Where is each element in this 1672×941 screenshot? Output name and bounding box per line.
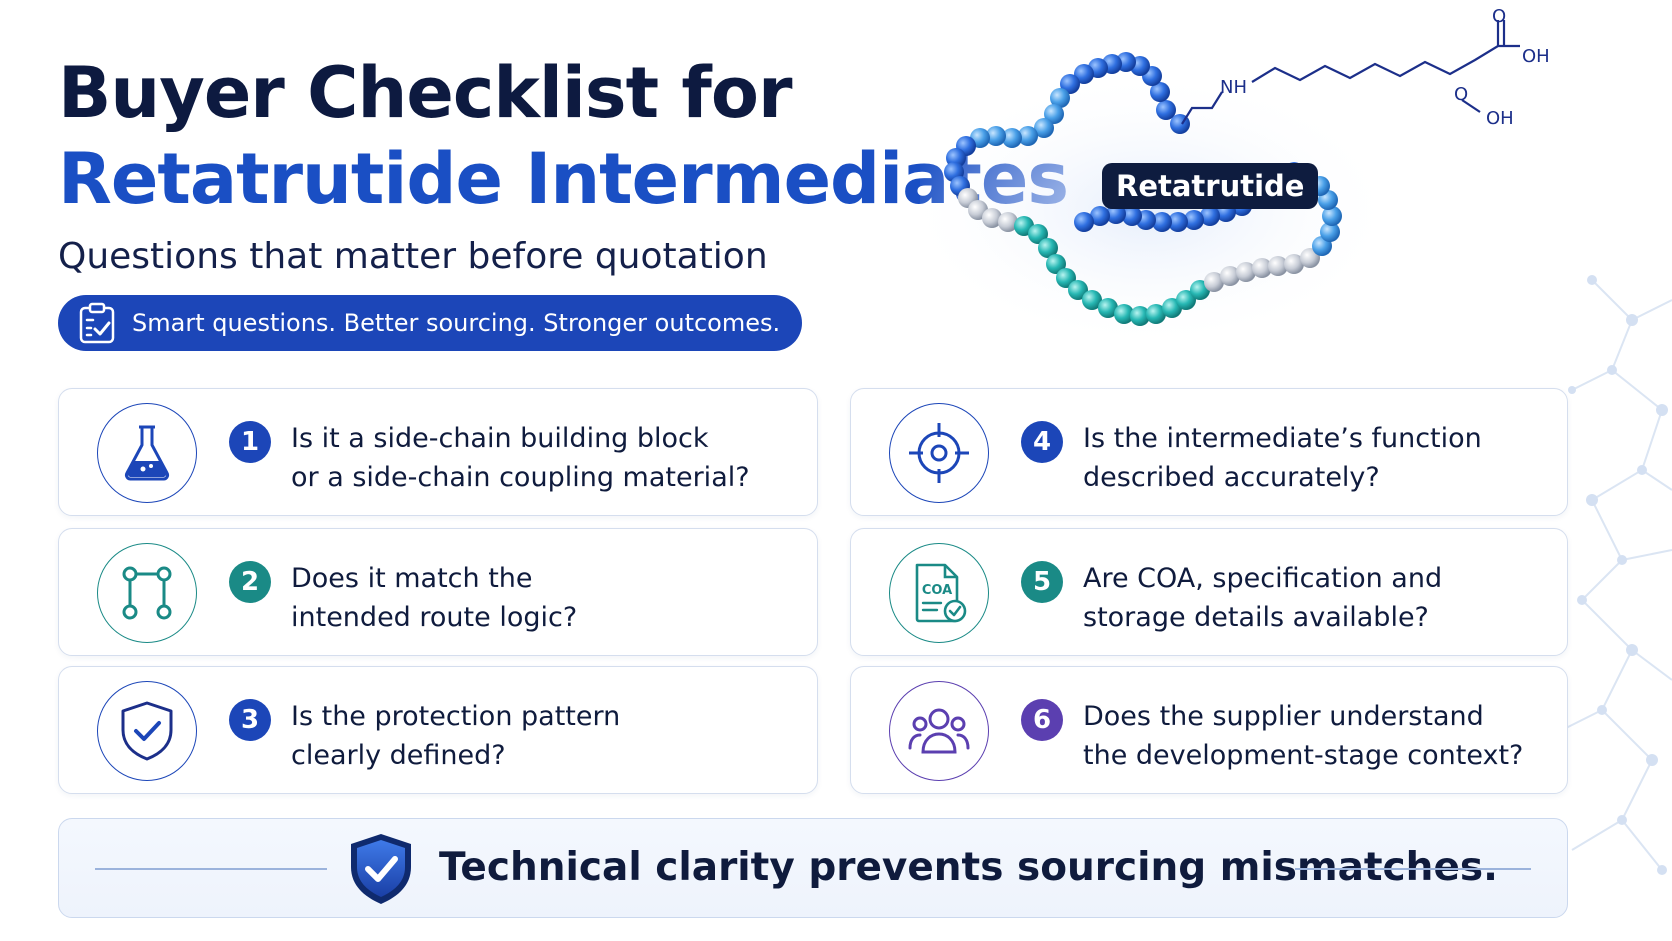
route-icon — [122, 566, 172, 620]
oxygen-label-1: O — [1492, 6, 1506, 27]
card-icon-circle — [97, 543, 197, 643]
checklist-card-1: 1 Is it a side-chain building block or a… — [58, 388, 818, 516]
target-icon — [909, 423, 969, 483]
hydroxyl-label-2: OH — [1486, 108, 1514, 129]
peptide-bead — [1200, 206, 1220, 226]
peptide-bead — [1322, 206, 1342, 226]
question-line-2: storage details available? — [1083, 602, 1429, 633]
flask-icon — [124, 425, 170, 481]
checklist-card-3: 3 Is the protection pattern clearly defi… — [58, 666, 818, 794]
checklist-question: Does the supplier understand the develop… — [1083, 697, 1593, 775]
peptide-bead — [1114, 304, 1134, 324]
peptide-bead — [1268, 256, 1288, 276]
peptide-bead — [1074, 212, 1094, 232]
peptide-bead — [1034, 118, 1054, 138]
question-line-1: Is the intermediate’s function — [1083, 423, 1482, 454]
peptide-bead — [1176, 290, 1196, 310]
peptide-bead — [1184, 210, 1204, 230]
peptide-bead — [1068, 280, 1088, 300]
peptide-bead — [1074, 64, 1094, 84]
peptide-bead — [1028, 224, 1048, 244]
peptide-bead — [1204, 272, 1224, 292]
peptide-bead — [1284, 254, 1304, 274]
card-icon-circle — [97, 681, 197, 781]
item-number: 3 — [229, 699, 271, 741]
peptide-bead — [1150, 82, 1170, 102]
item-number: 2 — [229, 561, 271, 603]
peptide-bead — [1168, 212, 1188, 232]
footer-text: Technical clarity prevents sourcing mism… — [439, 845, 1498, 890]
checklist-question: Is the protection pattern clearly define… — [291, 697, 801, 775]
question-line-2: the development-stage context? — [1083, 740, 1524, 771]
peptide-bead — [1002, 128, 1022, 148]
oxygen-label-2: O — [1454, 84, 1468, 105]
people-icon — [908, 708, 970, 754]
tagline-pill: Smart questions. Better sourcing. Strong… — [58, 295, 803, 351]
footer-divider-right — [1295, 868, 1531, 870]
shield-check-icon — [121, 701, 173, 761]
card-icon-circle: COA — [889, 543, 989, 643]
peptide-bead — [1122, 206, 1142, 226]
item-number: 5 — [1021, 561, 1063, 603]
checklist-card-5: COA 5 Are COA, specification and storage… — [850, 528, 1568, 656]
peptide-bead — [1130, 306, 1150, 326]
peptide-bead — [986, 126, 1006, 146]
molecule-label: Retatrutide — [1102, 163, 1319, 209]
question-line-1: Is it a side-chain building block — [291, 423, 709, 454]
peptide-bead — [1152, 212, 1172, 232]
nh-label: NH — [1220, 77, 1247, 98]
question-line-1: Does the supplier understand — [1083, 701, 1484, 732]
card-icon-circle — [889, 403, 989, 503]
checklist-question: Does it match the intended route logic? — [291, 559, 801, 637]
tagline-text: Smart questions. Better sourcing. Strong… — [132, 309, 781, 337]
checklist-card-2: 2 Does it match the intended route logic… — [58, 528, 818, 656]
peptide-bead — [1018, 126, 1038, 146]
coa-text: COA — [922, 583, 952, 598]
shield-check-icon — [351, 834, 411, 904]
peptide-bead — [1146, 304, 1166, 324]
peptide-bead — [1090, 206, 1110, 226]
peptide-bead — [1082, 290, 1102, 310]
card-icon-circle — [97, 403, 197, 503]
peptide-bead — [1220, 266, 1240, 286]
peptide-bead — [1106, 204, 1126, 224]
question-line-2: intended route logic? — [291, 602, 578, 633]
checklist-question: Is the intermediate’s function described… — [1083, 419, 1593, 497]
question-line-1: Is the protection pattern — [291, 701, 621, 732]
question-line-1: Are COA, specification and — [1083, 563, 1443, 594]
item-number: 1 — [229, 421, 271, 463]
page-subtitle: Questions that matter before quotation — [58, 236, 768, 277]
question-line-2: or a side-chain coupling material? — [291, 462, 750, 493]
item-number: 4 — [1021, 421, 1063, 463]
item-number: 6 — [1021, 699, 1063, 741]
peptide-bead — [1050, 88, 1070, 108]
checklist-card-4: 4 Is the intermediate’s function describ… — [850, 388, 1568, 516]
clipboard-check-icon — [79, 302, 115, 344]
peptide-bead — [982, 208, 1002, 228]
peptide-bead — [1156, 100, 1176, 120]
footer-banner: Technical clarity prevents sourcing mism… — [58, 818, 1568, 918]
question-line-1: Does it match the — [291, 563, 533, 594]
page-title-line-1: Buyer Checklist for — [58, 52, 792, 134]
question-line-2: clearly defined? — [291, 740, 506, 771]
peptide-bead — [1046, 254, 1066, 274]
page-title-line-2: Retatrutide Intermediates — [58, 138, 1069, 220]
peptide-bead — [1320, 222, 1340, 242]
hydroxyl-label-1: OH — [1522, 46, 1550, 67]
background-network-decoration — [1558, 275, 1672, 875]
coa-document-icon: COA — [915, 563, 967, 623]
peptide-bead — [998, 212, 1018, 232]
checklist-question: Are COA, specification and storage detai… — [1083, 559, 1593, 637]
peptide-bead — [1044, 104, 1064, 124]
card-icon-circle — [889, 681, 989, 781]
checklist-question: Is it a side-chain building block or a s… — [291, 419, 801, 497]
peptide-bead — [1236, 262, 1256, 282]
checklist-card-6: 6 Does the supplier understand the devel… — [850, 666, 1568, 794]
peptide-bead — [1038, 238, 1058, 258]
peptide-bead — [1252, 258, 1272, 278]
question-line-2: described accurately? — [1083, 462, 1380, 493]
peptide-bead — [1098, 298, 1118, 318]
peptide-bead — [1060, 74, 1080, 94]
footer-divider-left — [95, 868, 327, 870]
